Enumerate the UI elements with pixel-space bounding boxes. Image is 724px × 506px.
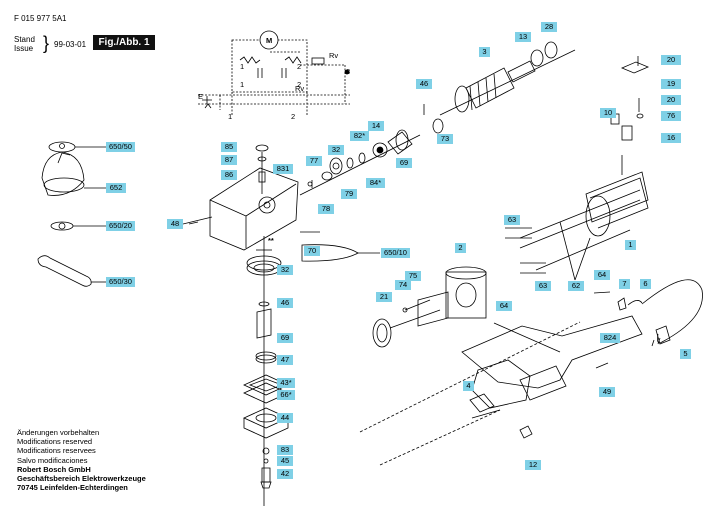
motor-housing	[505, 56, 650, 281]
part-label-6: 6	[640, 279, 651, 289]
screws	[188, 180, 313, 308]
part-label-69b: 69	[277, 333, 293, 343]
schematic-rv-mid: Rv	[295, 84, 305, 93]
part-label-70: 70	[304, 246, 320, 256]
part-label-45: 45	[277, 456, 293, 466]
schematic-node-3: 3	[346, 67, 351, 76]
part-label-47: 47	[277, 355, 293, 365]
armature	[439, 41, 576, 116]
wiring-schematic	[198, 39, 350, 116]
brace: }	[43, 33, 50, 53]
part-label-49: 49	[599, 387, 615, 397]
schematic-node-2: 2	[297, 62, 302, 71]
part-label-650-50: 650/50	[106, 142, 135, 152]
figure-badge: Fig./Abb. 1	[93, 35, 155, 50]
part-label-86: 86	[221, 170, 237, 180]
part-label-63a: 63	[504, 215, 520, 225]
handle	[359, 315, 643, 466]
part-label-5: 5	[680, 349, 691, 359]
part-label-42: 42	[277, 469, 293, 479]
part-label-652: 652	[106, 183, 126, 193]
issue-date: 99-03-01	[54, 40, 87, 49]
part-label-20b: 20	[661, 95, 681, 105]
part-label-16: 16	[661, 133, 681, 143]
part-label-3: 3	[479, 47, 490, 57]
part-label-19: 19	[661, 79, 681, 89]
part-label-28: 28	[541, 22, 557, 32]
part-label-69: 69	[396, 158, 412, 168]
schematic-solid	[202, 30, 350, 109]
footer-division: Geschäftsbereich Elektrowerkzeuge	[17, 474, 146, 484]
part-label-63b: 63	[535, 281, 551, 291]
part-label-650-30: 650/30	[106, 277, 135, 287]
field-coil	[372, 266, 487, 348]
spindle-parts	[299, 104, 444, 196]
part-label-44: 44	[277, 413, 293, 423]
schematic-node-2b: 2	[297, 80, 302, 89]
accessories	[37, 141, 106, 287]
part-label-64a: 64	[594, 270, 610, 280]
part-label-43: 43*	[277, 378, 295, 388]
motor-symbol: M	[266, 36, 273, 45]
schematic-node-1b: 1	[240, 80, 245, 89]
footer-line-2: Modifications reserved	[17, 437, 93, 447]
footer-company: Robert Bosch GmbH	[17, 464, 91, 474]
part-label-87: 87	[221, 155, 237, 165]
part-label-83: 83	[277, 445, 293, 455]
schematic-node-1: 1	[240, 62, 245, 71]
part-label-10: 10	[600, 108, 616, 118]
schematic-rv-top: Rv	[329, 51, 339, 60]
part-label-1: 1	[625, 240, 636, 250]
part-label-46b: 46	[277, 298, 293, 308]
footer-line-3: Modifications reservees	[17, 446, 96, 456]
schematic-node-1c: 1	[228, 112, 233, 121]
part-label-85: 85	[221, 142, 237, 152]
part-label-62: 62	[568, 281, 584, 291]
part-label-831: 831	[273, 164, 293, 174]
part-label-7: 7	[619, 279, 630, 289]
part-label-64b: 64	[496, 301, 512, 311]
part-label-650-10: 650/10	[381, 248, 410, 258]
double-star-mark: **	[268, 236, 274, 245]
part-label-74: 74	[395, 280, 411, 290]
part-label-82: 82*	[350, 131, 369, 141]
part-label-13: 13	[515, 32, 531, 42]
schematic-node-2c: 2	[291, 112, 296, 121]
part-label-32: 32	[328, 145, 344, 155]
part-label-32b: 32	[277, 265, 293, 275]
part-label-21: 21	[376, 292, 392, 302]
part-label-79: 79	[341, 189, 357, 199]
part-label-66: 66*	[277, 390, 295, 400]
issue-label: Issue	[14, 44, 34, 53]
schematic-e: E	[198, 92, 204, 101]
part-label-84: 84*	[366, 178, 385, 188]
part-label-75: 75	[405, 271, 421, 281]
part-label-78: 78	[318, 204, 334, 214]
part-label-824: 824	[600, 333, 620, 343]
part-label-14: 14	[368, 121, 384, 131]
footer-line-4: Salvo modificaciones	[17, 455, 88, 465]
part-label-4: 4	[463, 381, 474, 391]
part-label-20: 20	[661, 55, 681, 65]
part-label-73: 73	[437, 134, 453, 144]
stand-label: Stand	[14, 35, 35, 44]
footer-notes: Änderungen vorbehalten Modifications res…	[17, 428, 146, 492]
part-label-2: 2	[455, 243, 466, 253]
part-label-46: 46	[416, 79, 432, 89]
part-label-48: 48	[167, 219, 183, 229]
footer-line-1: Änderungen vorbehalten	[17, 428, 100, 437]
footer-address: 70745 Leinfelden-Echterdingen	[17, 483, 128, 493]
document-number: F 015 977 5A1	[14, 14, 67, 23]
part-label-650-20: 650/20	[106, 221, 135, 231]
cord	[593, 279, 703, 347]
part-label-76: 76	[661, 111, 681, 121]
part-label-77: 77	[306, 156, 322, 166]
gear-head	[182, 144, 380, 506]
part-label-12: 12	[525, 460, 541, 470]
